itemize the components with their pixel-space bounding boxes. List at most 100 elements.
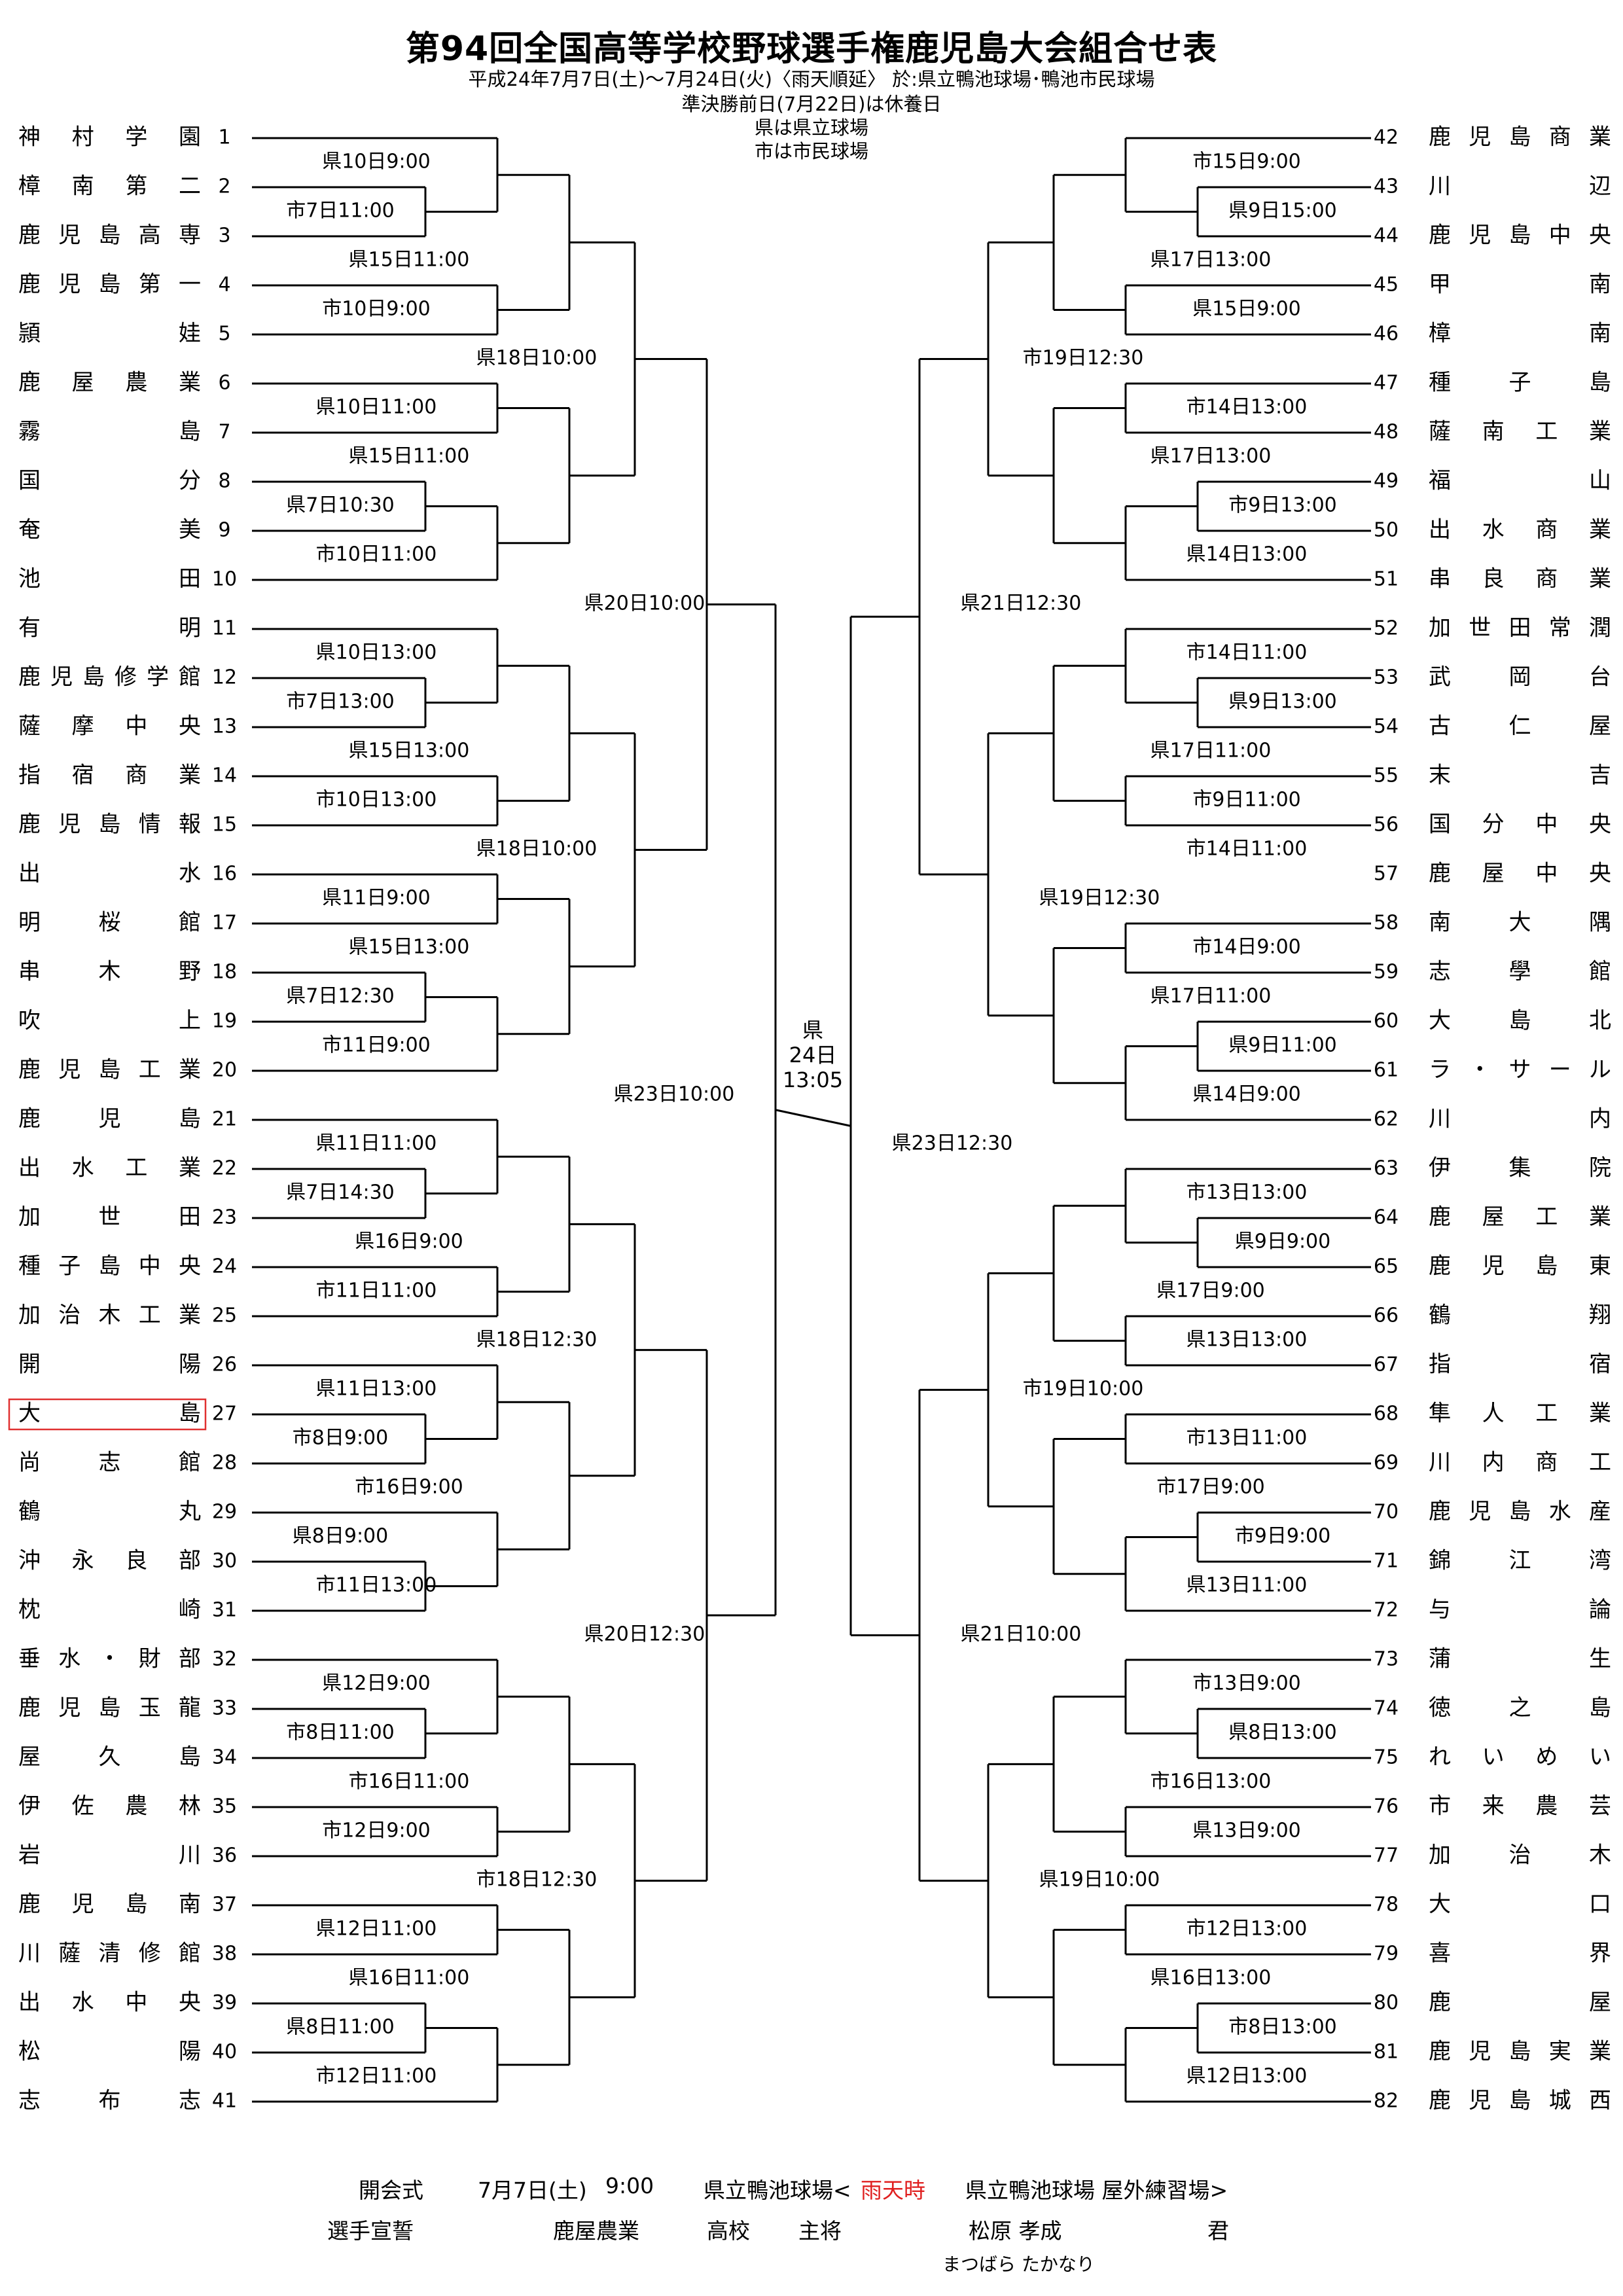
match-label: 県9日11:00 xyxy=(1228,1034,1337,1057)
team-number: 34 xyxy=(212,1746,237,1769)
oath-player-reading: まつばら たかなり xyxy=(942,2253,1095,2275)
team-number: 49 xyxy=(1374,470,1399,493)
team-name: 一 xyxy=(179,272,201,298)
team-name: 鹿 xyxy=(1429,1253,1451,1280)
team-name: 南 xyxy=(72,173,94,200)
team-name: 央 xyxy=(1589,223,1611,249)
team-number: 61 xyxy=(1374,1059,1399,1082)
team-name: い xyxy=(1589,1744,1611,1770)
team-number: 78 xyxy=(1374,1893,1399,1916)
match-label: 市9日11:00 xyxy=(1192,789,1301,812)
page-title: 第94回全国高等学校野球選手権鹿児島大会組合せ表 xyxy=(405,29,1218,69)
match-label: 県15日13:00 xyxy=(349,936,470,959)
team-name: 南 xyxy=(1482,419,1505,445)
final-time: 13:05 xyxy=(783,1067,843,1092)
team-name: 江 xyxy=(1509,1548,1531,1574)
match-label: 県15日9:00 xyxy=(1192,298,1301,321)
team-name: 鹿 xyxy=(1429,861,1451,887)
team-name: 業 xyxy=(179,1155,201,1181)
team-name: 業 xyxy=(179,370,201,396)
team-name: 来 xyxy=(1482,1793,1505,1820)
team-name: 水 xyxy=(179,861,201,887)
team-name: 世 xyxy=(99,1204,121,1230)
team-name: 児 xyxy=(58,812,80,838)
team-number: 65 xyxy=(1374,1255,1399,1278)
team-name: 児 xyxy=(1469,2088,1491,2114)
team-name: 有 xyxy=(18,615,41,641)
team-name: 奄 xyxy=(18,517,41,543)
team-name: 工 xyxy=(139,1302,161,1329)
team-name: 修 xyxy=(115,664,137,691)
team-number: 33 xyxy=(212,1697,237,1720)
team-name: 屋 xyxy=(1482,1204,1505,1230)
team-name: 布 xyxy=(99,2088,121,2114)
team-name: 川 xyxy=(1429,173,1451,200)
team-number: 75 xyxy=(1374,1746,1399,1769)
team-name: 志 xyxy=(179,2088,201,2114)
team-name: 徳 xyxy=(1429,1695,1451,1721)
match-label: 市16日9:00 xyxy=(355,1476,463,1499)
match-label: 市8日13:00 xyxy=(1228,2016,1337,2039)
team-name: 佐 xyxy=(72,1793,94,1820)
team-name: 工 xyxy=(1535,419,1558,445)
team-number: 70 xyxy=(1374,1501,1399,1524)
match-label: 県20日10:00 xyxy=(584,592,705,615)
team-name: 鹿 xyxy=(18,1892,41,1918)
team-name: 宿 xyxy=(1589,1352,1611,1378)
match-label: 市11日9:00 xyxy=(322,1034,431,1057)
team-name: 湾 xyxy=(1589,1548,1611,1574)
team-name: 島 xyxy=(99,1695,121,1721)
team-name: 業 xyxy=(179,762,201,789)
match-label: 県8日13:00 xyxy=(1228,1721,1337,1744)
match-label: 市7日11:00 xyxy=(286,200,395,223)
team-name: 中 xyxy=(1535,812,1558,838)
team-number: 1 xyxy=(218,126,230,149)
team-name: 児 xyxy=(72,1892,94,1918)
team-name: い xyxy=(1482,1744,1505,1770)
match-label: 県17日13:00 xyxy=(1150,249,1272,272)
team-number: 31 xyxy=(212,1599,237,1622)
team-name: 島 xyxy=(179,419,201,445)
team-name: 台 xyxy=(1589,664,1611,691)
team-name: 央 xyxy=(1589,812,1611,838)
match-label: 市19日10:00 xyxy=(1023,1378,1144,1401)
team-number: 37 xyxy=(212,1893,237,1916)
match-label: 市12日9:00 xyxy=(322,1820,431,1842)
match-label: 県13日11:00 xyxy=(1186,1574,1308,1597)
team-name: 水 xyxy=(58,1646,80,1672)
team-name: 芸 xyxy=(1589,1793,1611,1820)
team-name: 工 xyxy=(1535,1204,1558,1230)
team-name: 大 xyxy=(1429,1892,1451,1918)
match-label: 県10日11:00 xyxy=(316,396,437,419)
team-number: 69 xyxy=(1374,1452,1399,1475)
team-number: 46 xyxy=(1374,323,1399,346)
match-label: 市10日9:00 xyxy=(322,298,431,321)
team-number: 9 xyxy=(218,519,230,542)
team-number: 43 xyxy=(1374,175,1399,198)
team-name: 治 xyxy=(1509,1842,1531,1869)
team-number: 82 xyxy=(1374,2090,1399,2113)
team-name: 児 xyxy=(58,223,80,249)
team-name: 南 xyxy=(179,1892,201,1918)
team-name: 鹿 xyxy=(1429,1990,1451,2016)
team-name: 央 xyxy=(1589,861,1611,887)
match-label: 県13日13:00 xyxy=(1186,1329,1308,1352)
team-name: 桜 xyxy=(99,910,121,936)
match-label: 市11日13:00 xyxy=(316,1574,437,1597)
team-name: 上 xyxy=(179,1008,201,1034)
team-name: 頴 xyxy=(18,321,41,347)
header-venue: 平成24年7月7日(土)～7月24日(火)〈雨天順延〉 於:県立鴨池球場･鴨池市… xyxy=(468,68,1155,90)
team-name: 隅 xyxy=(1589,910,1611,936)
opening-ceremony-date: 7月7日(土) xyxy=(478,2178,587,2203)
team-number: 57 xyxy=(1374,863,1399,886)
team-name: れ xyxy=(1429,1744,1451,1770)
team-number: 13 xyxy=(212,715,237,738)
team-name: 業 xyxy=(1589,2039,1611,2065)
team-number: 60 xyxy=(1374,1010,1399,1033)
team-name: 川 xyxy=(1429,1450,1451,1476)
match-label: 市8日11:00 xyxy=(286,1721,395,1744)
team-name: 人 xyxy=(1482,1401,1505,1427)
match-label: 県17日11:00 xyxy=(1150,740,1272,762)
team-name: 大 xyxy=(1509,910,1531,936)
